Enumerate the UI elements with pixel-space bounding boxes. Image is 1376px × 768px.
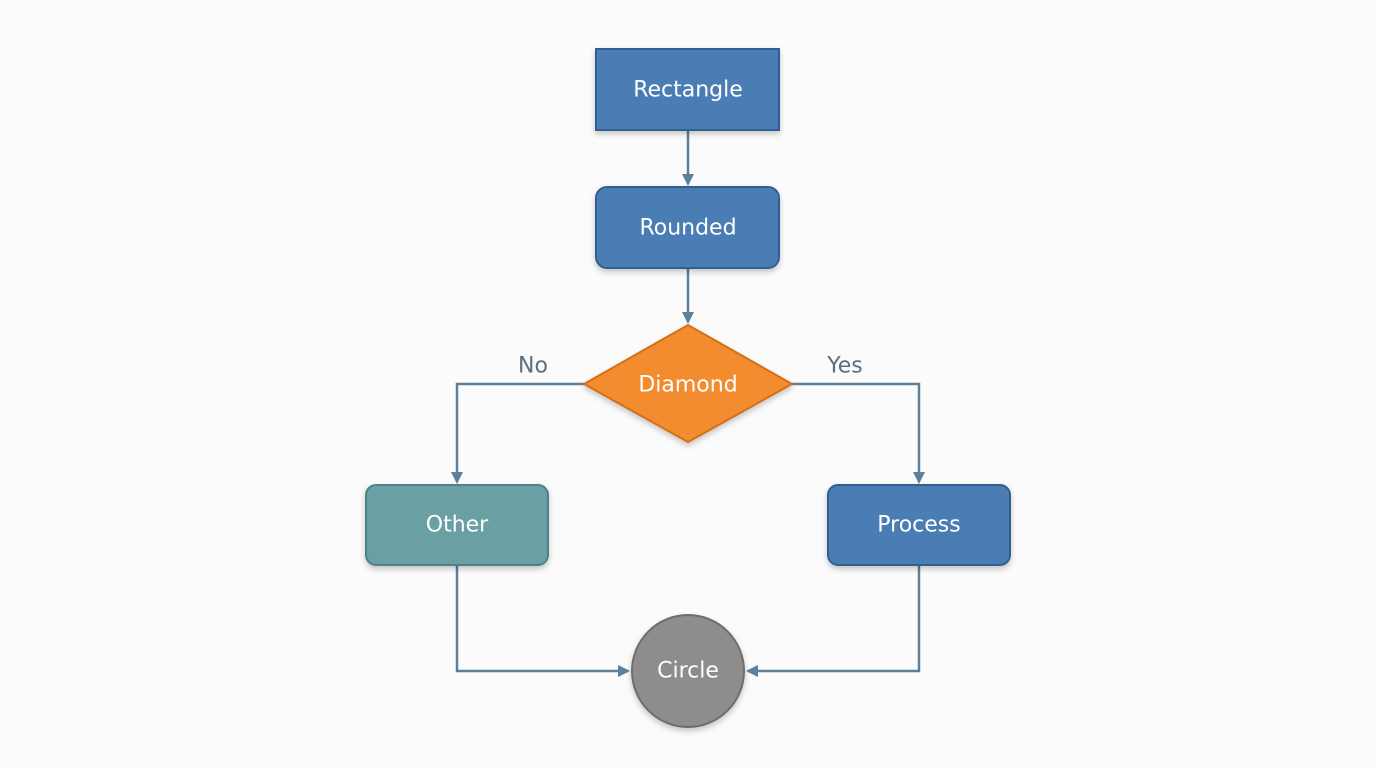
node-circle-label: Circle <box>657 659 719 684</box>
edge-diamond-no-to-other <box>451 382 584 484</box>
node-rounded[interactable]: Rounded <box>595 186 780 269</box>
edge-diamond-yes-to-process <box>792 382 925 484</box>
node-process-label: Process <box>877 513 960 538</box>
node-process[interactable]: Process <box>827 484 1011 566</box>
edge-other-to-circle <box>455 565 630 677</box>
edge-process-to-circle <box>746 565 921 677</box>
node-other-label: Other <box>426 513 489 538</box>
node-rectangle[interactable]: Rectangle <box>595 48 780 131</box>
node-diamond[interactable]: Diamond <box>581 323 795 444</box>
node-other[interactable]: Other <box>365 484 549 566</box>
node-rounded-label: Rounded <box>639 216 736 241</box>
node-circle[interactable]: Circle <box>631 614 745 728</box>
edge-label-no: No <box>518 354 548 379</box>
node-rectangle-label: Rectangle <box>633 78 743 103</box>
edge-label-yes: Yes <box>826 354 863 379</box>
node-diamond-label: Diamond <box>638 373 737 398</box>
